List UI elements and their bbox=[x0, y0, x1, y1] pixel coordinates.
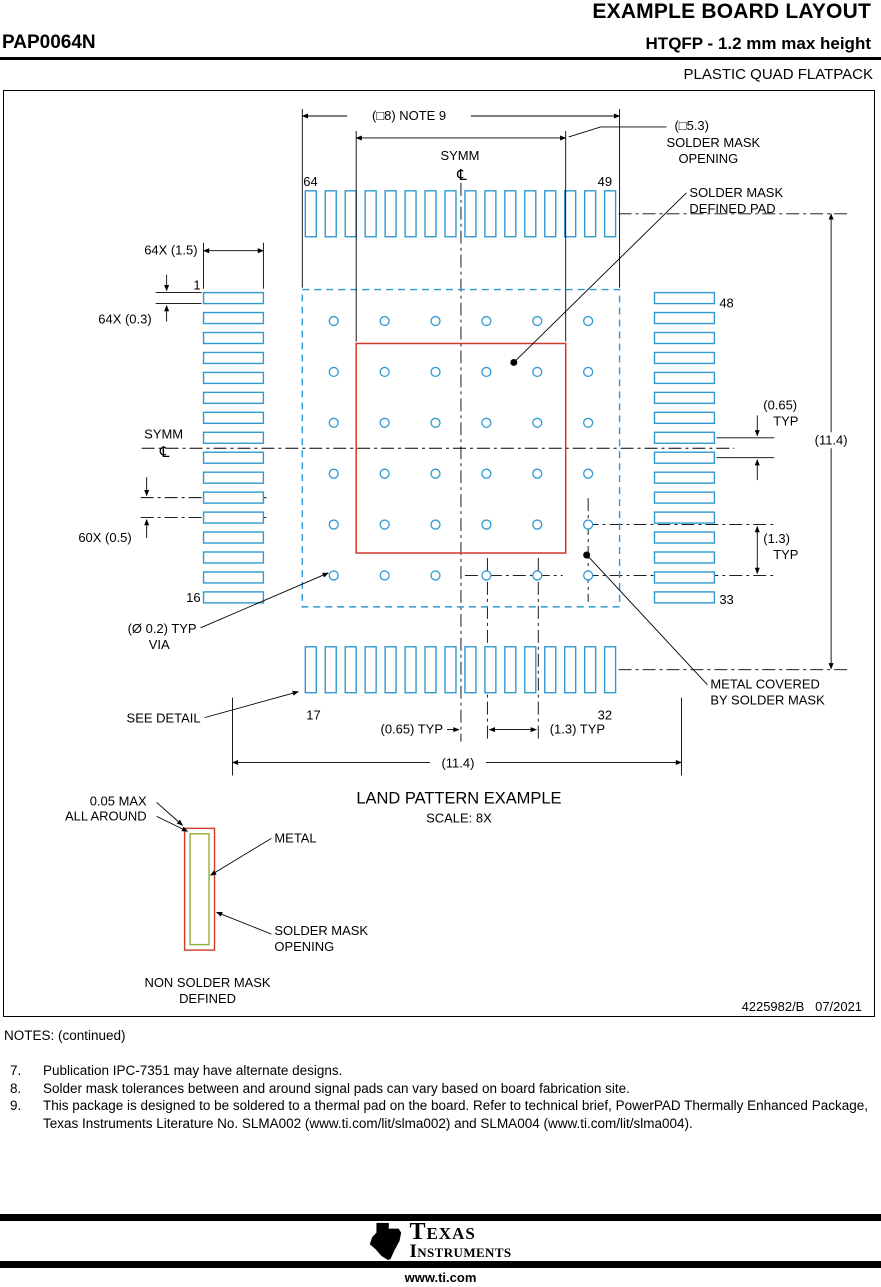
solder-mask-opening-square bbox=[355, 342, 567, 554]
note-item-7: 7. Publication IPC-7351 may have alterna… bbox=[10, 1062, 876, 1080]
detail-smo-line2: OPENING bbox=[274, 939, 334, 954]
dim-smo-line1: SOLDER MASK bbox=[666, 135, 760, 150]
pin-16: 16 bbox=[186, 590, 200, 605]
header-rule bbox=[0, 57, 881, 60]
land-pattern-drawing: (□8) NOTE 9 (□5.3) SOLDER MASK OPENING S… bbox=[65, 108, 862, 1014]
note-number: 9. bbox=[10, 1098, 22, 1113]
via-grid bbox=[328, 315, 594, 581]
caption-title: LAND PATTERN EXAMPLE bbox=[356, 789, 561, 807]
ti-logo: ti Texas Instruments bbox=[0, 1218, 881, 1262]
centerline-top-symbol: ℄ bbox=[456, 167, 467, 184]
thermal-pad-outline bbox=[301, 288, 621, 608]
nsmd-detail bbox=[156, 802, 272, 951]
caption-scale: SCALE: 8X bbox=[426, 810, 492, 825]
note-text: Solder mask tolerances between and aroun… bbox=[43, 1080, 630, 1096]
ti-website-link[interactable]: www.ti.com bbox=[404, 1270, 477, 1285]
dim-pitch-right-value: (0.65) bbox=[763, 397, 797, 412]
dim-via-pitch-right-value: (1.3) bbox=[763, 531, 790, 546]
pin-48: 48 bbox=[719, 296, 733, 311]
dim-span-bottom: (11.4) bbox=[441, 756, 474, 771]
dim-pad-gap: 60X (0.5) bbox=[78, 530, 131, 545]
metal-covered-dot bbox=[583, 551, 591, 559]
detail-smo-line1: SOLDER MASK bbox=[274, 923, 368, 938]
doc-reference: 4225982/B 07/2021 bbox=[742, 999, 862, 1014]
note-text: This package is designed to be soldered … bbox=[43, 1098, 868, 1131]
pin-1: 1 bbox=[193, 278, 200, 293]
note-item-9: 9. This package is designed to be solder… bbox=[10, 1097, 876, 1132]
detail-metal-label: METAL bbox=[274, 830, 316, 845]
metal-covered-line2: BY SOLDER MASK bbox=[710, 693, 825, 708]
detail-solder-mask-opening-rect bbox=[183, 827, 216, 951]
brand-line-2: Instruments bbox=[409, 1240, 512, 1262]
note-number: 8. bbox=[10, 1080, 22, 1096]
smd-pad-line2: DEFINED PAD bbox=[689, 201, 775, 216]
pin-32: 32 bbox=[598, 708, 612, 723]
via-label-line1: (Ø 0.2) TYP bbox=[128, 621, 197, 636]
footer-rule-top bbox=[0, 1214, 881, 1221]
package-subtitle: HTQFP - 1.2 mm max height bbox=[645, 34, 871, 53]
brand-line-1: Texas bbox=[409, 1218, 476, 1245]
see-detail-label: SEE DETAIL bbox=[127, 711, 201, 726]
dim-body-label: (□8) NOTE 9 bbox=[372, 108, 446, 123]
note-text: Publication IPC-7351 may have alternate … bbox=[43, 1063, 343, 1078]
detail-nsmd-line1: NON SOLDER MASK bbox=[144, 975, 270, 990]
notes-section: 7. Publication IPC-7351 may have alterna… bbox=[10, 1062, 876, 1132]
drawing-frame: (□8) NOTE 9 (□5.3) SOLDER MASK OPENING S… bbox=[3, 90, 875, 1017]
dim-pitch-bottom: (0.65) TYP bbox=[381, 722, 443, 737]
detail-nsmd-line2: DEFINED bbox=[179, 991, 236, 1006]
via-label-line2: VIA bbox=[149, 637, 170, 652]
leader-lines bbox=[200, 192, 708, 719]
note-number: 7. bbox=[10, 1063, 22, 1078]
dim-pad-length: 64X (1.5) bbox=[144, 243, 197, 258]
dim-smo-line2: OPENING bbox=[678, 151, 738, 166]
detail-clearance-line1: 0.05 MAX bbox=[90, 793, 147, 808]
detail-metal-rect bbox=[189, 833, 210, 946]
centerline-left-symbol: ℄ bbox=[159, 444, 170, 461]
pin-17: 17 bbox=[306, 708, 320, 723]
note-item-8: 8. Solder mask tolerances between and ar… bbox=[10, 1080, 876, 1098]
symm-top-label: SYMM bbox=[440, 148, 479, 163]
ti-logo-icon: ti bbox=[370, 1222, 402, 1260]
notes-heading: NOTES: (continued) bbox=[4, 1028, 126, 1043]
smd-pad-line1: SOLDER MASK bbox=[689, 185, 783, 200]
dim-pad-width: 64X (0.3) bbox=[98, 312, 151, 327]
detail-clearance-line2: ALL AROUND bbox=[65, 808, 147, 823]
dim-via-pitch-right-typ: TYP bbox=[773, 547, 798, 562]
part-number: PAP0064N bbox=[2, 32, 96, 53]
smd-pad-dot bbox=[510, 358, 518, 366]
pad-array bbox=[202, 190, 716, 694]
pin-49: 49 bbox=[598, 174, 612, 189]
dim-span-right: (11.4) bbox=[815, 432, 848, 447]
pin-33: 33 bbox=[719, 592, 733, 607]
pin-64: 64 bbox=[303, 174, 317, 189]
page-title: EXAMPLE BOARD LAYOUT bbox=[592, 0, 871, 23]
footer-rule-bottom bbox=[0, 1261, 881, 1268]
dim-smo-value: (□5.3) bbox=[674, 118, 708, 133]
metal-covered-line1: METAL COVERED bbox=[710, 677, 820, 692]
svg-text:ti: ti bbox=[379, 1236, 386, 1248]
package-type: PLASTIC QUAD FLATPACK bbox=[683, 66, 874, 83]
symm-left-label: SYMM bbox=[144, 426, 183, 441]
dim-pitch-right-typ: TYP bbox=[773, 413, 798, 428]
dim-via-pitch-bottom: (1.3) TYP bbox=[550, 722, 605, 737]
ti-brand-text: Texas Instruments bbox=[409, 1218, 512, 1262]
